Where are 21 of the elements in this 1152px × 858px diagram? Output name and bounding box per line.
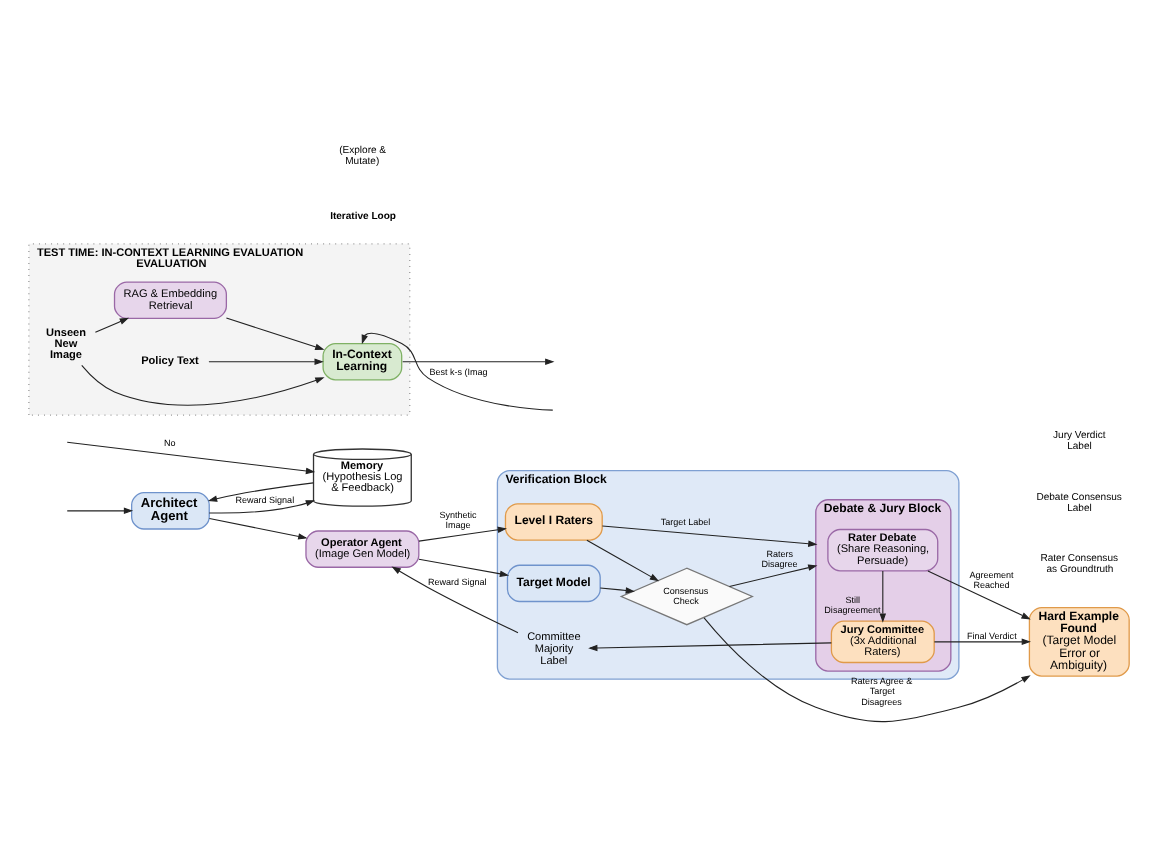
arrow xyxy=(81,363,325,405)
arrow xyxy=(879,569,887,622)
arrow xyxy=(208,357,324,364)
arrow xyxy=(391,565,519,633)
arrow xyxy=(207,481,314,501)
arrow xyxy=(418,525,507,541)
arrow xyxy=(94,316,130,332)
arrow xyxy=(208,499,316,513)
arrow xyxy=(601,524,818,547)
arrow xyxy=(402,357,555,364)
arrow xyxy=(728,563,818,587)
arrow xyxy=(588,641,832,651)
arrow xyxy=(599,586,635,593)
arrow xyxy=(418,557,510,577)
arrow xyxy=(225,316,325,349)
arrow xyxy=(66,440,316,474)
arrow xyxy=(361,331,554,410)
arrow xyxy=(586,538,660,581)
arrow xyxy=(66,506,134,514)
arrow xyxy=(933,637,1031,645)
arrow xyxy=(208,516,308,539)
